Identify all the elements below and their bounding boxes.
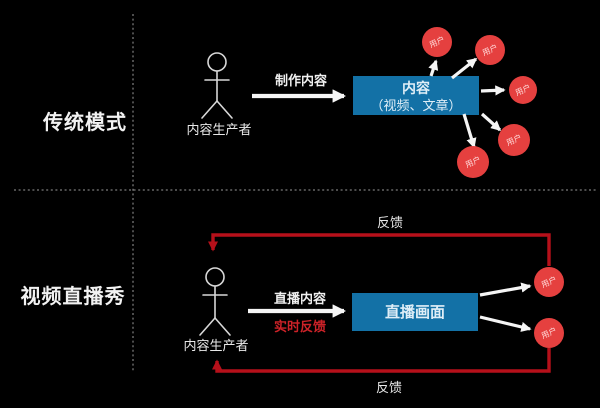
top-user-node: 用户 <box>498 124 530 156</box>
bottom-actor-figure <box>199 267 231 336</box>
user-arrow <box>479 282 532 297</box>
live-box-rect <box>352 293 478 331</box>
bottom-user-arrows <box>479 282 532 332</box>
top-section-title: 传统模式 <box>42 110 127 134</box>
top-user-node: 用户 <box>422 27 452 57</box>
bottom-user-node: 用户 <box>534 267 564 297</box>
actor-leg-left <box>201 100 218 119</box>
content-box-line1: 内容 <box>402 80 430 97</box>
top-content-box: 内容 （视频、文章） <box>353 76 479 115</box>
actor-leg-left <box>199 317 216 336</box>
top-actor-label: 内容生产者 <box>186 122 251 138</box>
bottom-actor-label: 内容生产者 <box>183 338 248 354</box>
bottom-section-title: 视频直播秀 <box>21 284 126 308</box>
feedback-label-bottom: 反馈 <box>376 381 402 396</box>
user-circle <box>498 124 530 156</box>
user-circle <box>534 267 564 297</box>
user-circle <box>475 35 505 65</box>
user-arrow <box>480 112 502 132</box>
user-circle <box>457 146 489 178</box>
top-user-node: 用户 <box>457 146 489 178</box>
feedback-loop-bottom <box>211 348 551 373</box>
top-actor-figure <box>201 52 233 119</box>
user-arrow <box>451 57 478 80</box>
user-circle <box>509 76 537 104</box>
user-arrow <box>480 85 506 96</box>
top-flow-arrow-label: 制作内容 <box>275 73 327 89</box>
user-circle <box>534 318 564 348</box>
user-arrow <box>479 315 532 332</box>
feedback-label-top: 反馈 <box>377 216 403 231</box>
bottom-user-node: 用户 <box>534 318 564 348</box>
content-box-rect <box>353 76 479 115</box>
top-user-node: 用户 <box>475 35 505 65</box>
user-circle <box>422 27 452 57</box>
actor-leg-right <box>216 100 233 119</box>
content-box-line2: （视频、文章） <box>370 98 461 114</box>
top-section: 传统模式 内容生产者 制作内容 内容 （视频、文章） <box>42 27 537 178</box>
user-arrow <box>428 59 439 77</box>
actor-leg-right <box>214 317 231 336</box>
bottom-content-box: 直播画面 <box>352 293 478 331</box>
bottom-section: 视频直播秀 反馈 反馈 内容生产者 直播内容 实时反馈 直播画面 <box>21 216 564 396</box>
realtime-feedback-label: 实时反馈 <box>274 319 326 335</box>
bottom-flow-arrow-label: 直播内容 <box>274 291 326 307</box>
live-box-label: 直播画面 <box>385 303 445 321</box>
top-user-node: 用户 <box>509 76 537 104</box>
feedback-loop-top <box>207 233 551 266</box>
user-arrow <box>462 113 477 149</box>
top-user-arrows <box>428 57 506 149</box>
